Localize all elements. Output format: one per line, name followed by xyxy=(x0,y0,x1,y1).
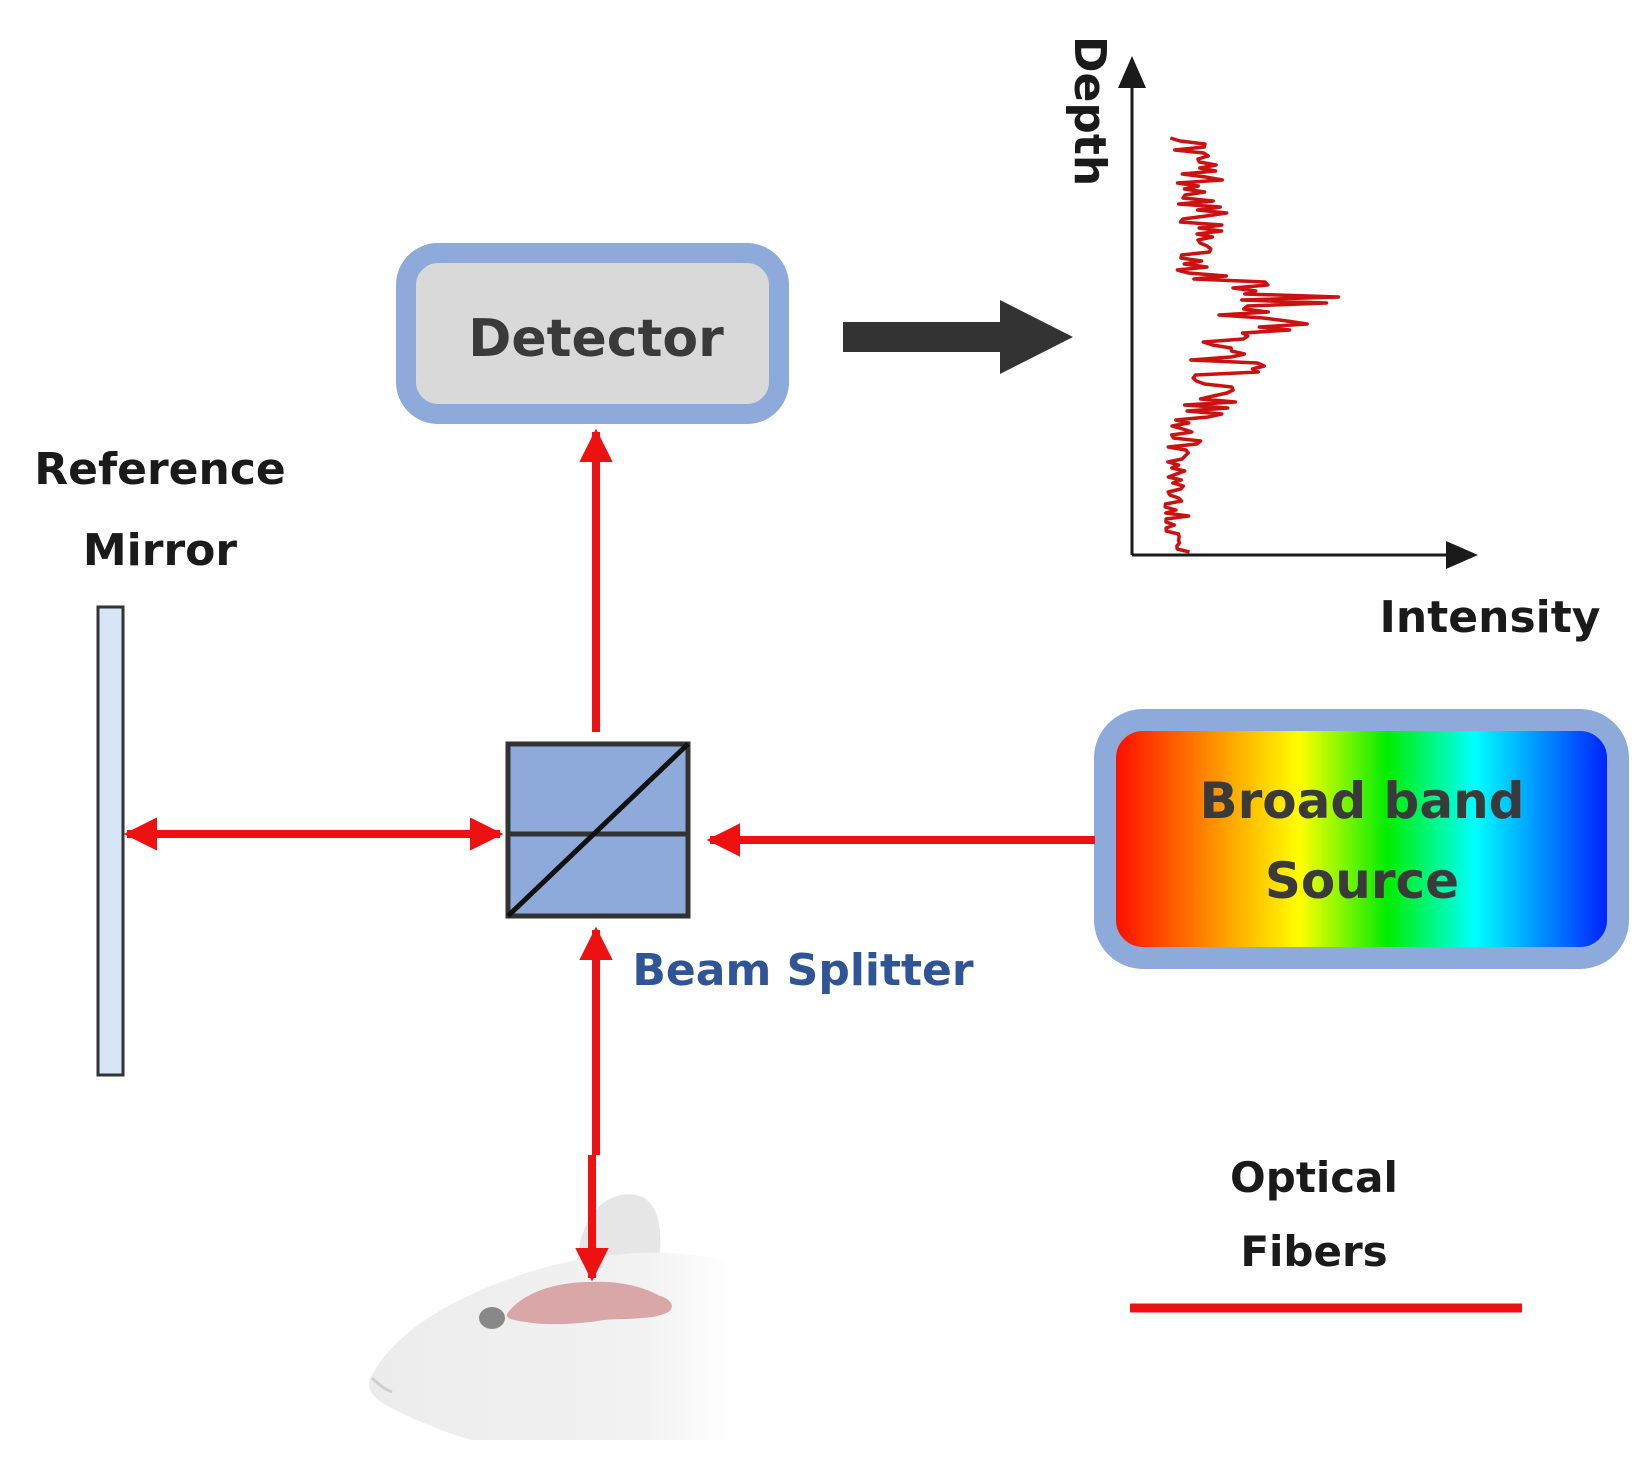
plot-y-axis-label: Depth xyxy=(1064,36,1115,186)
source-label-line1: Broad band xyxy=(1200,772,1525,830)
intensity-trace xyxy=(1163,136,1341,554)
detector-label: Detector xyxy=(468,309,724,369)
beam-splitter-cube xyxy=(505,741,691,919)
a-scan-plot xyxy=(1118,56,1478,569)
mouse-head-icon xyxy=(368,1194,736,1440)
beam-splitter-label: Beam Splitter xyxy=(632,945,973,996)
broadband-source-box xyxy=(1094,709,1629,969)
plot-y-arrowhead xyxy=(1118,56,1146,88)
mirror-plate xyxy=(96,605,125,1077)
reference-mirror-label-line1: Reference xyxy=(34,444,286,495)
source-label-line2: Source xyxy=(1265,852,1459,910)
legend-label-line2: Fibers xyxy=(1240,1227,1387,1276)
detector-box xyxy=(396,243,789,424)
reference-mirror xyxy=(96,605,125,1077)
optical-fiber-paths xyxy=(123,428,1095,1282)
legend-label-line1: Optical xyxy=(1230,1153,1398,1202)
plot-x-arrowhead xyxy=(1446,541,1478,569)
plot-x-axis-label: Intensity xyxy=(1380,592,1601,643)
reference-mirror-label-line2: Mirror xyxy=(83,525,237,576)
output-arrow xyxy=(843,300,1073,374)
